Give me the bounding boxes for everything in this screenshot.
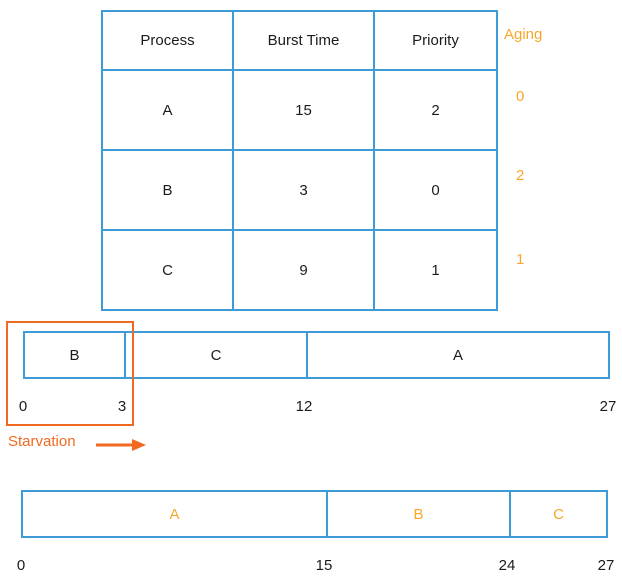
table-row: B 3 0 (101, 149, 498, 231)
gantt1-tick-27: 27 (599, 398, 617, 415)
gantt2-segment-b: B (326, 492, 509, 536)
starvation-label: Starvation (8, 433, 76, 450)
cell-process: C (101, 229, 234, 311)
column-header-burst-time: Burst Time (232, 10, 375, 71)
gantt-chart-with-aging: A B C (21, 490, 608, 538)
gantt1-segment-c: C (124, 333, 306, 377)
gantt-chart-without-aging: B C A (23, 331, 610, 379)
gantt1-segment-a: A (306, 333, 608, 377)
gantt2-segment-c: C (509, 492, 606, 536)
cell-burst-time: 9 (232, 229, 375, 311)
table-row: A 15 2 (101, 69, 498, 151)
cell-priority: 1 (373, 229, 498, 311)
cell-priority: 0 (373, 149, 498, 231)
gantt1-axis-ticks: 0 3 12 27 (0, 398, 622, 420)
gantt1-tick-0: 0 (18, 398, 28, 415)
gantt2-segment-a: A (169, 505, 180, 523)
gantt2-axis-ticks: 0 15 24 27 (0, 557, 622, 579)
aging-value-a: 0 (516, 88, 525, 105)
table-header-row: Process Burst Time Priority (101, 10, 498, 71)
starvation-highlight-box (6, 321, 134, 426)
gantt2-tick-15: 15 (315, 557, 333, 574)
cell-burst-time: 15 (232, 69, 375, 151)
column-header-priority: Priority (373, 10, 498, 71)
aging-value-b: 2 (516, 167, 525, 184)
column-header-process: Process (101, 10, 234, 71)
gantt2-tick-0: 0 (16, 557, 26, 574)
gantt1-tick-3: 3 (117, 398, 127, 415)
gantt2-tick-27: 27 (597, 557, 615, 574)
gantt1-tick-12: 12 (295, 398, 313, 415)
aging-column-header: Aging (504, 26, 543, 43)
cell-process: B (101, 149, 234, 231)
cell-process: A (101, 69, 234, 151)
gantt1-segment-b: B (69, 346, 80, 364)
cell-burst-time: 3 (232, 149, 375, 231)
arrow-right-icon (96, 439, 146, 451)
cell-priority: 2 (373, 69, 498, 151)
table-row: C 9 1 (101, 229, 498, 311)
aging-value-c: 1 (516, 251, 525, 268)
process-table: Process Burst Time Priority A 15 2 B 3 0… (101, 10, 498, 311)
gantt2-tick-24: 24 (498, 557, 516, 574)
